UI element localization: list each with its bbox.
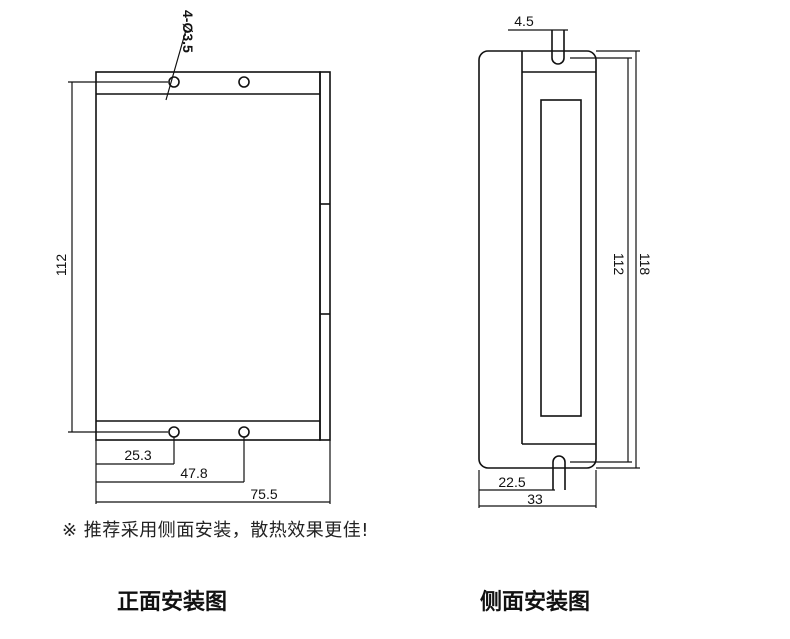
mounting-recommendation-note: ※ 推荐采用侧面安装，散热效果更佳! — [62, 520, 370, 541]
hole-callout-label: 4-Ø3.5 — [180, 10, 196, 53]
front-height-dimension — [68, 81, 168, 433]
side-outer-height-label: 118 — [637, 253, 653, 276]
side-dimensions — [478, 29, 640, 508]
dim-75-5-label: 75.5 — [250, 486, 277, 502]
connector-window — [540, 99, 582, 417]
dim-33-label: 33 — [527, 491, 543, 507]
side-view — [478, 30, 597, 490]
dim-47-8-label: 47.8 — [180, 465, 207, 481]
dim-25-3-label: 25.3 — [124, 447, 151, 463]
side-heatsink-strip — [319, 71, 331, 441]
front-height-label: 112 — [53, 254, 69, 277]
hole-leader-line — [165, 29, 187, 101]
mount-hole-top-left — [168, 76, 180, 88]
side-view-caption: 侧面安装图 — [480, 590, 591, 615]
front-housing-outline — [95, 71, 321, 441]
top-mount-slot — [551, 30, 565, 65]
bottom-mount-slot — [552, 455, 566, 490]
dim-4-5-label: 4.5 — [514, 13, 534, 29]
mount-hole-bottom-left — [168, 426, 180, 438]
side-body-outline — [478, 50, 597, 469]
mount-hole-bottom-right — [238, 426, 250, 438]
mount-hole-top-right — [238, 76, 250, 88]
side-inner-height-label: 112 — [611, 253, 627, 276]
front-view — [68, 29, 331, 504]
front-width-dimensions — [95, 437, 331, 504]
front-view-caption: 正面安装图 — [117, 590, 228, 615]
dim-22-5-label: 22.5 — [498, 474, 525, 490]
